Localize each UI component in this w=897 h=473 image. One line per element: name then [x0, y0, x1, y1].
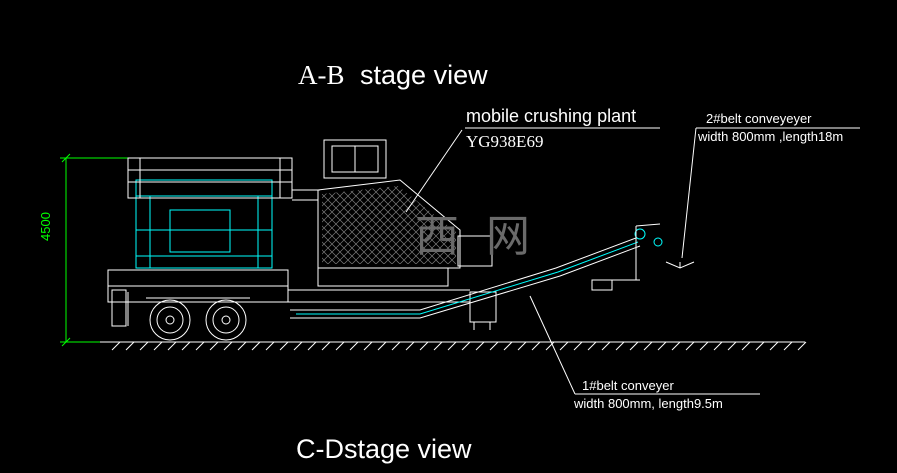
- ground-hatch-mark: [545, 341, 555, 351]
- ground-hatch-mark: [125, 341, 135, 351]
- ground-hatch-mark: [195, 341, 205, 351]
- ground-hatch-mark: [783, 341, 793, 351]
- ground-hatch-mark: [433, 341, 443, 351]
- ground-hatch-mark: [153, 341, 163, 351]
- height-dimension: [60, 153, 140, 347]
- plant-model: YG938E69: [466, 132, 544, 151]
- ground-hatch-mark: [601, 341, 611, 351]
- title-top: A-B stage view: [298, 60, 488, 91]
- ground-hatch-mark: [489, 341, 499, 351]
- ground-hatch-mark: [251, 341, 261, 351]
- ground-hatch-mark: [363, 341, 373, 351]
- ground-hatch-mark: [335, 341, 345, 351]
- ground-hatch-mark: [629, 341, 639, 351]
- ground-hatch-mark: [741, 341, 751, 351]
- trailer-chassis: [107, 269, 497, 330]
- leader-lines: [405, 127, 860, 395]
- ground-hatch-mark: [279, 341, 289, 351]
- ground-hatch-mark: [503, 341, 513, 351]
- discharge-bracket: [635, 223, 695, 280]
- ground-hatch-mark: [223, 341, 233, 351]
- ground-hatch-mark: [139, 341, 149, 351]
- ground-hatch-mark: [671, 341, 681, 351]
- ground-hatch-mark: [769, 341, 779, 351]
- conveyor-1: [290, 237, 641, 319]
- screen-frame: [135, 179, 273, 269]
- conveyor-1-name: 1#belt conveyer: [582, 378, 674, 393]
- ground-hatch-mark: [167, 341, 177, 351]
- ground-hatch-mark: [573, 341, 583, 351]
- ground-hatch-mark: [405, 341, 415, 351]
- ground-hatch-mark: [349, 341, 359, 351]
- ground-hatch-mark: [447, 341, 457, 351]
- ground-hatch-mark: [265, 341, 275, 351]
- ground-hatch-mark: [237, 341, 247, 351]
- ground-hatch-mark: [181, 341, 191, 351]
- conveyor-1-spec: width 800mm, length9.5m: [574, 396, 723, 411]
- height-dimension-label: 4500: [38, 212, 53, 241]
- ground-hatch-mark: [699, 341, 709, 351]
- plant-name: mobile crushing plant: [466, 106, 637, 126]
- ground-hatch-mark: [111, 341, 121, 351]
- ground-hatch-mark: [531, 341, 541, 351]
- ground-hatch-mark: [307, 341, 317, 351]
- wheels: [146, 297, 250, 341]
- ground-hatch-mark: [559, 341, 569, 351]
- ground-line: [60, 341, 807, 351]
- title-top-prefix: A-B: [298, 60, 345, 90]
- ground-hatch-mark: [517, 341, 527, 351]
- ground-hatch-mark: [391, 341, 401, 351]
- conveyor-2-spec: width 800mm ,length18m: [698, 129, 844, 144]
- ground-hatch-mark: [727, 341, 737, 351]
- hopper-top: [127, 157, 320, 201]
- title-top-main: stage view: [360, 60, 488, 90]
- ground-hatch-mark: [293, 341, 303, 351]
- ground-hatch-mark: [755, 341, 765, 351]
- ground-hatch-mark: [321, 341, 331, 351]
- watermark: 西 网: [415, 212, 538, 261]
- ground-hatch-mark: [587, 341, 597, 351]
- crusher-mesh: [322, 186, 456, 264]
- ground-hatch-mark: [797, 341, 807, 351]
- ground-hatch-mark: [657, 341, 667, 351]
- conveyor-1-highlight: [296, 228, 663, 315]
- ground-hatch-mark: [713, 341, 723, 351]
- ground-hatch-mark: [643, 341, 653, 351]
- crusher-housing: [317, 139, 493, 287]
- ground-hatch-mark: [419, 341, 429, 351]
- title-bottom: C-Dstage view: [296, 434, 472, 464]
- ground-hatch-mark: [377, 341, 387, 351]
- ground-hatch-mark: [209, 341, 219, 351]
- ground-hatch-mark: [615, 341, 625, 351]
- ground-hatch-mark: [461, 341, 471, 351]
- ground-hatch-mark: [475, 341, 485, 351]
- conveyor-2-name: 2#belt conveyeyer: [706, 111, 812, 126]
- ground-hatch-mark: [685, 341, 695, 351]
